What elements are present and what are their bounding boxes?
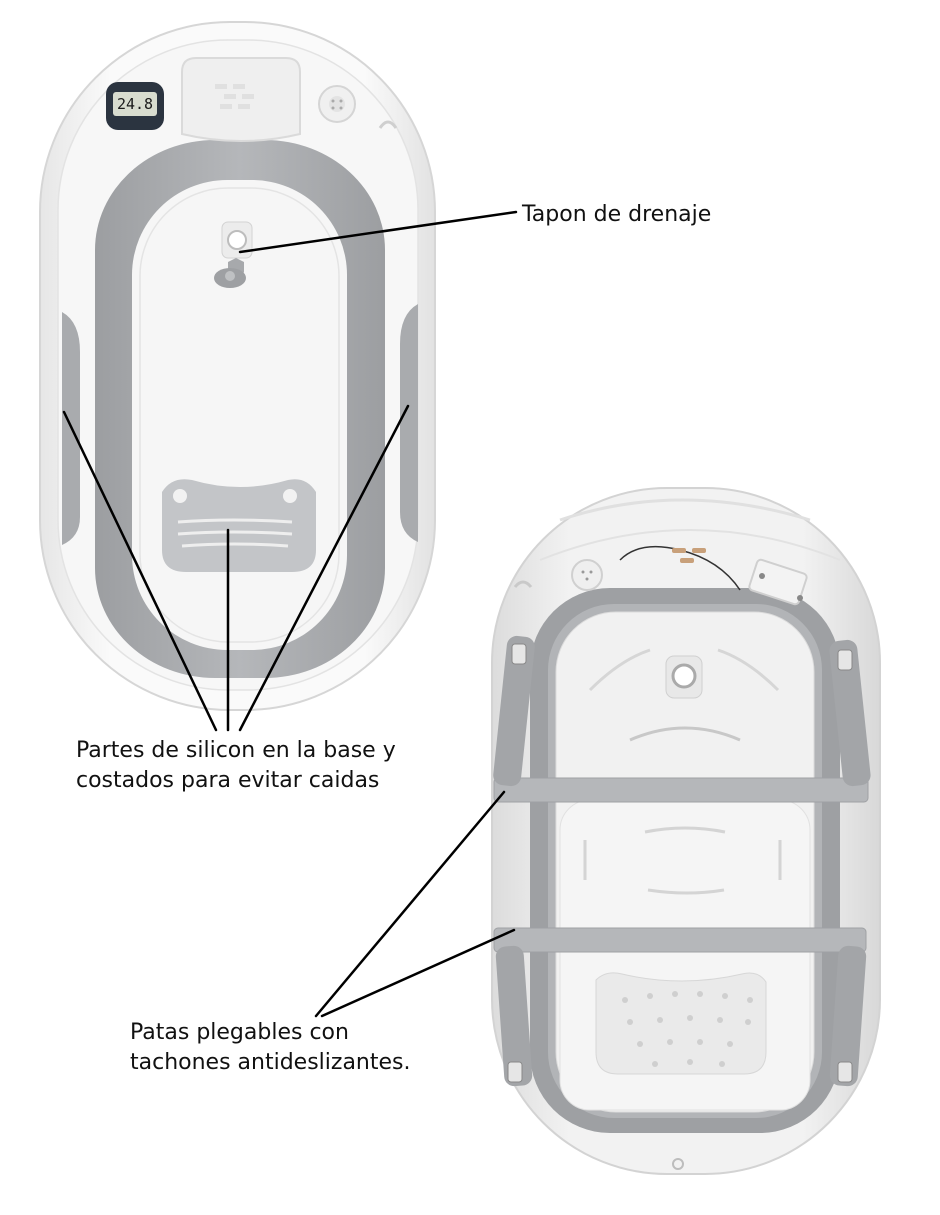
legs-label-line1: Patas plegables con — [130, 1020, 349, 1045]
leader-silicone-right — [238, 404, 410, 732]
drain-plug-icon — [214, 221, 253, 288]
silicone-label-line2: costados para evitar caidas — [76, 768, 380, 793]
thermometer-reading: 24.8 — [117, 95, 153, 113]
leader-legs-lower — [320, 928, 516, 1018]
leader-lines — [62, 210, 518, 1018]
folding-leg-upper — [493, 635, 871, 803]
digital-thermometer-icon: 24.8 — [106, 82, 164, 130]
thermometer-wire — [619, 545, 741, 591]
leader-legs-upper — [314, 790, 506, 1018]
underside-drain-icon — [588, 648, 780, 742]
soap-holder-icon — [318, 85, 356, 123]
underside-seat-pad — [595, 972, 767, 1075]
hang-hole — [672, 1158, 684, 1170]
headrest — [181, 57, 301, 142]
side-silicone-pad-right — [400, 304, 418, 542]
seat-silicone-pad — [162, 479, 316, 572]
drain-plug-label: Tapon de drenaje — [522, 202, 712, 227]
silicone-label-line1: Partes de silicon en la base y — [76, 738, 396, 763]
underside-soap-holder-icon — [571, 559, 603, 591]
battery-box-icon — [748, 558, 808, 606]
folding-leg-lower — [493, 927, 867, 1087]
leader-silicone-left — [62, 410, 218, 732]
legs-label-line2: tachones antideslizantes. — [130, 1050, 411, 1075]
leader-drain-plug — [238, 210, 518, 254]
underside-panel-ribs — [583, 826, 782, 895]
